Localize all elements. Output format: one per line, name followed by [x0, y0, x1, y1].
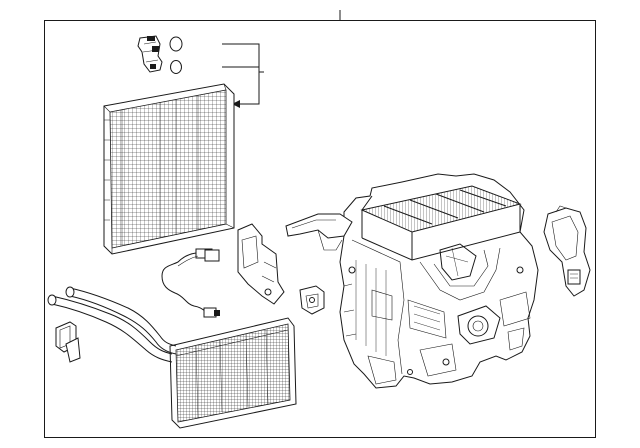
diagram-frame [44, 20, 596, 438]
o-ring-lower [170, 60, 182, 74]
leader-lines [222, 43, 264, 108]
pipe-clamp [55, 321, 81, 363]
o-ring-upper [169, 36, 183, 52]
air-duct-extension [285, 213, 353, 251]
expansion-valve [137, 35, 163, 73]
mounting-clip [299, 285, 325, 315]
side-actuator-bracket [543, 205, 591, 297]
mode-servo-motor [237, 223, 285, 305]
evaporator-core [103, 83, 235, 255]
temperature-sensor-harness [161, 248, 220, 318]
heater-core-pipes [47, 286, 177, 363]
heater-core [169, 317, 297, 429]
air-conditioning-unit-housing [339, 173, 539, 389]
